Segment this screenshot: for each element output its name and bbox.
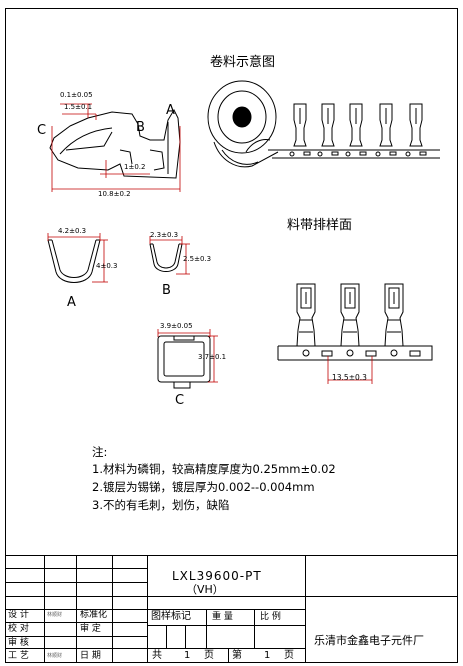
reel-title: 卷料示意图 xyxy=(210,55,276,70)
row-label: 校 对 xyxy=(8,624,29,634)
section-b-drawing xyxy=(149,243,183,272)
mark-label: 图样标记 xyxy=(151,611,191,622)
terminal-side-view xyxy=(49,108,181,179)
section-c-drawing xyxy=(157,335,211,389)
section-a-height: 4±0.3 xyxy=(96,262,118,270)
section-c-dimensions xyxy=(157,329,218,383)
reel-terminals xyxy=(289,103,427,157)
section-b-height: 2.5±0.3 xyxy=(183,255,212,263)
strip-terminal xyxy=(296,283,333,357)
note-item: 3.不的有毛刺，划伤，缺陷 xyxy=(92,498,230,512)
label-a: A xyxy=(166,103,175,118)
dim-height: 1±0.2 xyxy=(124,163,146,171)
row-label2: 标准化 xyxy=(80,610,108,620)
notes-heading: 注: xyxy=(92,445,108,459)
sheet-no: 1 xyxy=(264,650,271,661)
strip-carrier xyxy=(277,345,433,361)
weight-label: 重 量 xyxy=(212,612,233,622)
strip-pitch-dimension xyxy=(327,356,373,384)
reel-terminal xyxy=(317,103,339,157)
sheet-label: 第 xyxy=(232,650,242,661)
dim-width: 1.5±0.1 xyxy=(64,103,93,111)
section-a-dimensions xyxy=(47,233,108,283)
strip-terminal xyxy=(384,283,421,357)
dim-length: 10.8±0.2 xyxy=(98,190,131,198)
section-a-width: 4.2±0.3 xyxy=(58,227,87,235)
row-label: 审 核 xyxy=(8,638,29,648)
dim-thickness: 0.1±0.05 xyxy=(60,91,93,99)
strip-title: 料带排样面 xyxy=(287,218,353,233)
reel-terminal xyxy=(345,103,367,157)
section-b-label: B xyxy=(162,283,171,298)
section-b-width: 2.3±0.3 xyxy=(150,231,179,239)
section-c-label: C xyxy=(175,393,185,408)
strip-pitch: 13.5±0.3 xyxy=(332,373,367,382)
reel-drawing xyxy=(207,80,440,168)
company-name: 乐清市金鑫电子元件厂 xyxy=(314,634,424,647)
section-a-drawing xyxy=(47,239,101,283)
row-label: 工 艺 xyxy=(8,651,29,661)
sheet-unit: 页 xyxy=(284,650,294,661)
strip-terminals xyxy=(296,283,421,357)
reel-terminal xyxy=(289,103,311,157)
row-label2: 日 期 xyxy=(80,651,101,661)
reel-terminal xyxy=(405,103,427,157)
total-pages: 1 xyxy=(184,650,191,661)
page-unit: 页 xyxy=(204,650,214,661)
sheet-border xyxy=(5,8,458,663)
title-block-grid xyxy=(5,555,457,662)
section-c-height: 3.7±0.1 xyxy=(198,353,227,361)
scale-label: 比 例 xyxy=(260,612,281,622)
label-b: B xyxy=(136,120,145,135)
row-label: 设 计 xyxy=(8,610,29,620)
section-a-label: A xyxy=(67,295,76,310)
total-label: 共 xyxy=(152,650,162,661)
row-stamp: 林顺财 xyxy=(47,612,63,618)
label-c: C xyxy=(37,123,47,138)
row-label2: 审 定 xyxy=(80,624,101,634)
side-view-dimensions xyxy=(51,103,181,192)
section-c-width: 3.9±0.05 xyxy=(160,322,193,330)
section-b-dimensions xyxy=(149,236,190,275)
reel-terminal xyxy=(375,103,397,157)
note-item: 1.材料为磷铜，较高精度厚度为0.25mm±0.02 xyxy=(92,462,336,476)
part-sub: （VH） xyxy=(186,583,224,596)
strip-terminal xyxy=(340,283,377,357)
note-item: 2.镀层为锡锑，镀层厚为0.002--0.004mm xyxy=(92,480,315,494)
row-stamp: 林顺财 xyxy=(47,653,63,659)
part-number: LXL39600-PT xyxy=(172,569,262,583)
